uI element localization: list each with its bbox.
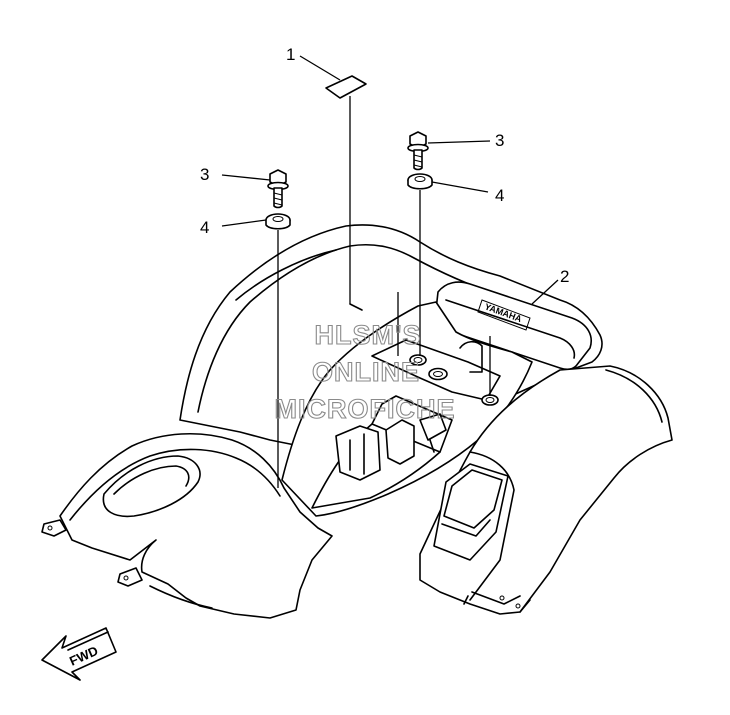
part-3-bolt-right xyxy=(407,131,429,171)
fwd-arrow: FWD xyxy=(41,627,117,681)
callout-leaders xyxy=(221,55,491,227)
watermark-line-3: MICROFICHE xyxy=(275,394,456,424)
callout-1: 1 xyxy=(286,45,295,64)
part-4-washer-left xyxy=(265,213,291,488)
part-3-bolt-left xyxy=(267,169,289,209)
rear-fender: YAMAHA xyxy=(41,224,673,619)
callout-2: 2 xyxy=(560,267,569,286)
watermark-line-2: ONLINE xyxy=(312,357,420,387)
callout-3-left: 3 xyxy=(200,165,209,184)
watermark: HLSM'S ONLINE MICROFICHE xyxy=(274,319,456,424)
part-4-washer-right xyxy=(407,173,433,356)
callout-4-left: 4 xyxy=(200,218,209,237)
watermark-line-1: HLSM'S xyxy=(315,320,422,350)
callout-4-right: 4 xyxy=(495,186,504,205)
part-1-label xyxy=(325,75,367,311)
callout-3-right: 3 xyxy=(495,131,504,150)
leader-2 xyxy=(531,279,559,305)
